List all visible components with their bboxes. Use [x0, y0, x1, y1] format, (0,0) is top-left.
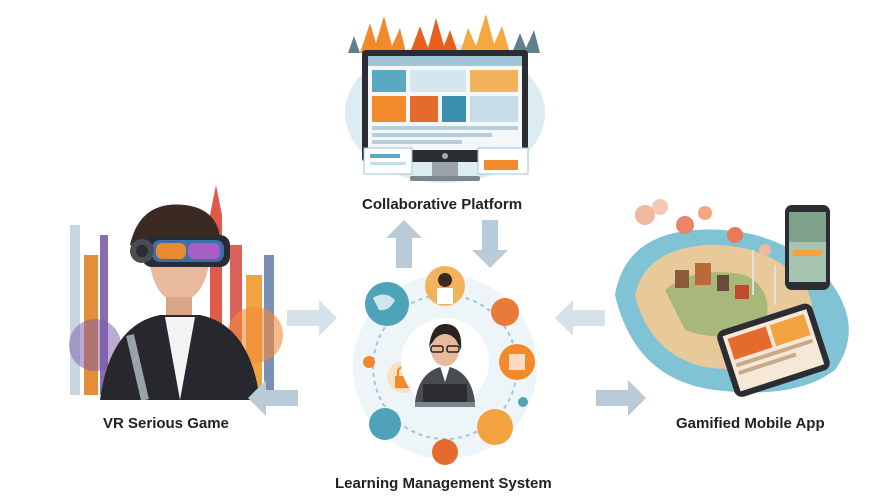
learning-management-system-label: Learning Management System — [335, 475, 552, 492]
arrow-vr-to-lms — [287, 300, 337, 336]
gamified-mobile-app-label: Gamified Mobile App — [676, 415, 825, 432]
arrow-collaborative-to-lms — [472, 220, 508, 268]
smartphone-icon — [785, 205, 830, 290]
arrow-lms-to-collaborative — [386, 220, 422, 268]
person-icon — [100, 204, 260, 401]
vr-headset-icon — [130, 235, 230, 267]
arrow-mobile-to-lms — [555, 300, 605, 336]
collaborative-platform-label: Collaborative Platform — [362, 196, 523, 213]
flames-icon — [348, 14, 540, 53]
collaborative-platform-illustration — [340, 8, 550, 190]
arrow-lms-to-vr — [248, 380, 298, 416]
learning-management-system-illustration — [345, 262, 545, 467]
vr-serious-game-illustration — [60, 185, 290, 401]
monitor-icon — [362, 50, 528, 181]
gamified-mobile-app-illustration — [605, 195, 875, 400]
smartphone-icon — [717, 303, 830, 397]
vr-serious-game-label: VR Serious Game — [103, 415, 229, 432]
teacher-avatar-icon — [425, 266, 465, 306]
globe-icon — [365, 282, 409, 326]
woman-with-laptop-icon — [401, 318, 489, 407]
arrow-lms-to-mobile — [596, 380, 646, 416]
